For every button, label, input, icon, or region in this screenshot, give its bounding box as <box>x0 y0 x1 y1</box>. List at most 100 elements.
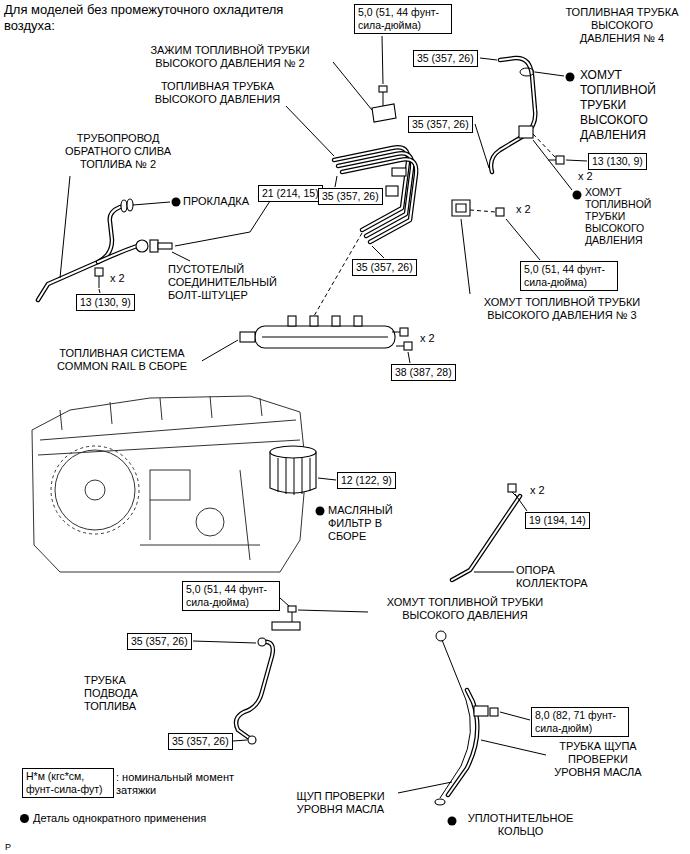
torque-value: 38 (387, 28) <box>395 366 452 379</box>
label-text: ТОПЛИВНАЯ СИСТЕМА COMMON RAIL В СБОРЕ <box>42 347 202 373</box>
torque-value: 5,0 (51, 44 фунт-сила-дюйма) <box>524 263 614 289</box>
part-label: x 2 <box>516 203 531 216</box>
label-text: x 2 <box>516 203 531 216</box>
torque-box: 13 (130, 9) <box>76 294 135 311</box>
torque-value: 21 (214, 15) <box>262 187 319 200</box>
part-label: ОПОРА КОЛЛЕКТОРА <box>516 564 601 590</box>
torque-value: 35 (357, 26) <box>412 118 469 131</box>
torque-value: 5,0 (51, 44 фунт-сила-дюйма) <box>358 6 448 32</box>
legend-row: Деталь однократного применения <box>20 812 206 825</box>
label-text: ХОМУТ ТОПЛИВНОЙ ТРУБКИ ВЫСОКОГО ДАВЛЕНИЯ <box>370 596 560 622</box>
label-text: ХОМУТ ТОПЛИВНОЙ ТРУБКИ ВЫСОКОГО ДАВЛЕНИЯ <box>585 186 675 246</box>
label-text: ЗАЖИМ ТОПЛИВНОЙ ТРУБКИ ВЫСОКОГО ДАВЛЕНИЯ… <box>130 44 330 70</box>
label-text: ХОМУТ ТОПЛИВНОЙ ТРУБКИ ВЫСОКОГО ДАВЛЕНИЯ <box>580 68 675 143</box>
part-label: : номинальный момент затяжки <box>116 771 241 797</box>
return-pipe <box>38 199 172 300</box>
part-label: ЩУП ПРОВЕРКИ УРОВНЯ МАСЛА <box>283 790 398 816</box>
part-label: ХОМУТ ТОПЛИВНОЙ ТРУБКИ ВЫСОКОГО ДАВЛЕНИЯ… <box>462 296 662 322</box>
high-pressure-pipes <box>314 147 416 316</box>
part-label: ТОПЛИВНАЯ ТРУБКА ВЫСОКОГО ДАВЛЕНИЯ <box>135 80 300 106</box>
label-text: ХОМУТ ТОПЛИВНОЙ ТРУБКИ ВЫСОКОГО ДАВЛЕНИЯ… <box>462 296 662 322</box>
single-use-dots <box>172 73 582 826</box>
torque-value: 13 (130, 9) <box>80 296 131 309</box>
label-text: ТОПЛИВНАЯ ТРУБКА ВЫСОКОГО ДАВЛЕНИЯ <box>135 80 300 106</box>
label-text: ТОПЛИВНАЯ ТРУБКА ВЫСОКОГО ДАВЛЕНИЯ № 4 <box>560 6 684 45</box>
torque-box: 35 (357, 26) <box>168 733 233 750</box>
torque-value: 8,0 (82, 71 фунт-сила-дюйм) <box>535 709 625 735</box>
manifold-stay <box>452 484 520 580</box>
torque-box: 35 (357, 26) <box>408 116 473 133</box>
part-label: ТОПЛИВНАЯ ТРУБКА ВЫСОКОГО ДАВЛЕНИЯ № 4 <box>560 6 684 45</box>
torque-value: 35 (357, 26) <box>172 735 229 748</box>
part-label: ХОМУТ ТОПЛИВНОЙ ТРУБКИ ВЫСОКОГО ДАВЛЕНИЯ <box>580 68 675 143</box>
torque-value: 35 (357, 26) <box>356 261 413 274</box>
fuel-inlet-pipe <box>236 606 300 744</box>
torque-box: 35 (357, 26) <box>413 50 478 67</box>
common-rail <box>240 316 412 350</box>
part-label: x 2 <box>530 484 545 497</box>
label-text: x 2 <box>578 170 593 183</box>
part-label: x 2 <box>110 272 125 285</box>
label-text: ЩУП ПРОВЕРКИ УРОВНЯ МАСЛА <box>283 790 398 816</box>
clamp-no2 <box>372 86 396 122</box>
torque-value: 13 (130, 9) <box>592 155 643 168</box>
part-label: x 2 <box>578 170 593 183</box>
oil-filter <box>270 446 316 495</box>
legend-dot <box>20 814 29 823</box>
part-label: УПЛОТНИТЕЛЬНОЕ КОЛЬЦО <box>458 812 583 838</box>
torque-box: 12 (122, 9) <box>337 472 396 489</box>
torque-value: 5,0 (51, 44 фунт-сила-дюйма) <box>186 583 276 609</box>
part-label: ТОПЛИВНАЯ СИСТЕМА COMMON RAIL В СБОРЕ <box>42 347 202 373</box>
label-text: ПУСТОТЕЛЫЙ СОЕДИНИТЕЛЬНЫЙ БОЛТ-ШТУЦЕР <box>168 263 298 302</box>
part-label: ЗАЖИМ ТОПЛИВНОЙ ТРУБКИ ВЫСОКОГО ДАВЛЕНИЯ… <box>130 44 330 70</box>
torque-box: 35 (357, 26) <box>318 188 383 205</box>
torque-value: 35 (357, 26) <box>417 52 474 65</box>
title-text: Для моделей без промежуточного охладител… <box>4 2 304 34</box>
part-label: ТРУБОПРОВОД ОБРАТНОГО СЛИВА ТОПЛИВА № 2 <box>48 132 188 171</box>
part-label: x 2 <box>420 332 435 345</box>
label-text: ПРОКЛАДКА <box>183 195 249 208</box>
part-label: ТРУБКА ПОДВОДА ТОПЛИВА <box>84 674 159 713</box>
label-text: P <box>5 842 11 853</box>
label-text: ТРУБКА ЩУПА ПРОВЕРКИ УРОВНЯ МАСЛА <box>548 740 648 779</box>
torque-box: 5,0 (51, 44 фунт-сила-дюйма) <box>182 581 280 611</box>
torque-box: 35 (357, 26) <box>352 259 417 276</box>
torque-box: 8,0 (82, 71 фунт-сила-дюйм) <box>531 707 629 737</box>
engine-sketch <box>32 396 306 572</box>
torque-value: 12 (122, 9) <box>341 474 392 487</box>
clamp-no3 <box>452 200 504 216</box>
label-text: ОПОРА КОЛЛЕКТОРА <box>516 564 601 590</box>
part-label: ПУСТОТЕЛЫЙ СОЕДИНИТЕЛЬНЫЙ БОЛТ-ШТУЦЕР <box>168 263 298 302</box>
label-text: : номинальный момент затяжки <box>116 771 241 797</box>
torque-box: 38 (387, 28) <box>391 364 456 381</box>
torque-box: 35 (357, 26) <box>127 633 192 650</box>
torque-box: 21 (214, 15) <box>258 185 323 202</box>
part-label: ХОМУТ ТОПЛИВНОЙ ТРУБКИ ВЫСОКОГО ДАВЛЕНИЯ <box>370 596 560 622</box>
label-text: ТРУБКА ПОДВОДА ТОПЛИВА <box>84 674 159 713</box>
torque-value: 35 (357, 26) <box>131 635 188 648</box>
label-text: ТРУБОПРОВОД ОБРАТНОГО СЛИВА ТОПЛИВА № 2 <box>48 132 188 171</box>
part-label: ПРОКЛАДКА <box>183 195 249 208</box>
torque-value: Н*м (кгс*см, фунт-сила-фут) <box>26 770 110 796</box>
torque-value: 19 (194, 14) <box>529 514 586 527</box>
part-label: ХОМУТ ТОПЛИВНОЙ ТРУБКИ ВЫСОКОГО ДАВЛЕНИЯ <box>585 186 675 246</box>
part-label: МАСЛЯНЫЙ ФИЛЬТР В СБОРЕ <box>328 504 408 543</box>
torque-box: 13 (130, 9) <box>588 153 647 170</box>
pipe-no4 <box>491 58 564 172</box>
label-text: x 2 <box>530 484 545 497</box>
label-text: УПЛОТНИТЕЛЬНОЕ КОЛЬЦО <box>458 812 583 838</box>
part-label: P <box>5 842 11 853</box>
dipstick <box>435 631 498 805</box>
diagram-title: Для моделей без промежуточного охладител… <box>4 2 304 34</box>
torque-box: 19 (194, 14) <box>525 512 590 529</box>
torque-value: 35 (357, 26) <box>322 190 379 203</box>
torque-box: 5,0 (51, 44 фунт-сила-дюйма) <box>520 261 618 291</box>
legend-text: Деталь однократного применения <box>33 812 206 825</box>
label-text: МАСЛЯНЫЙ ФИЛЬТР В СБОРЕ <box>328 504 408 543</box>
legend-unit-box: Н*м (кгс*см, фунт-сила-фут) <box>22 768 114 798</box>
torque-box: 5,0 (51, 44 фунт-сила-дюйма) <box>354 4 452 34</box>
label-text: x 2 <box>420 332 435 345</box>
part-label: ТРУБКА ЩУПА ПРОВЕРКИ УРОВНЯ МАСЛА <box>548 740 648 779</box>
label-text: x 2 <box>110 272 125 285</box>
